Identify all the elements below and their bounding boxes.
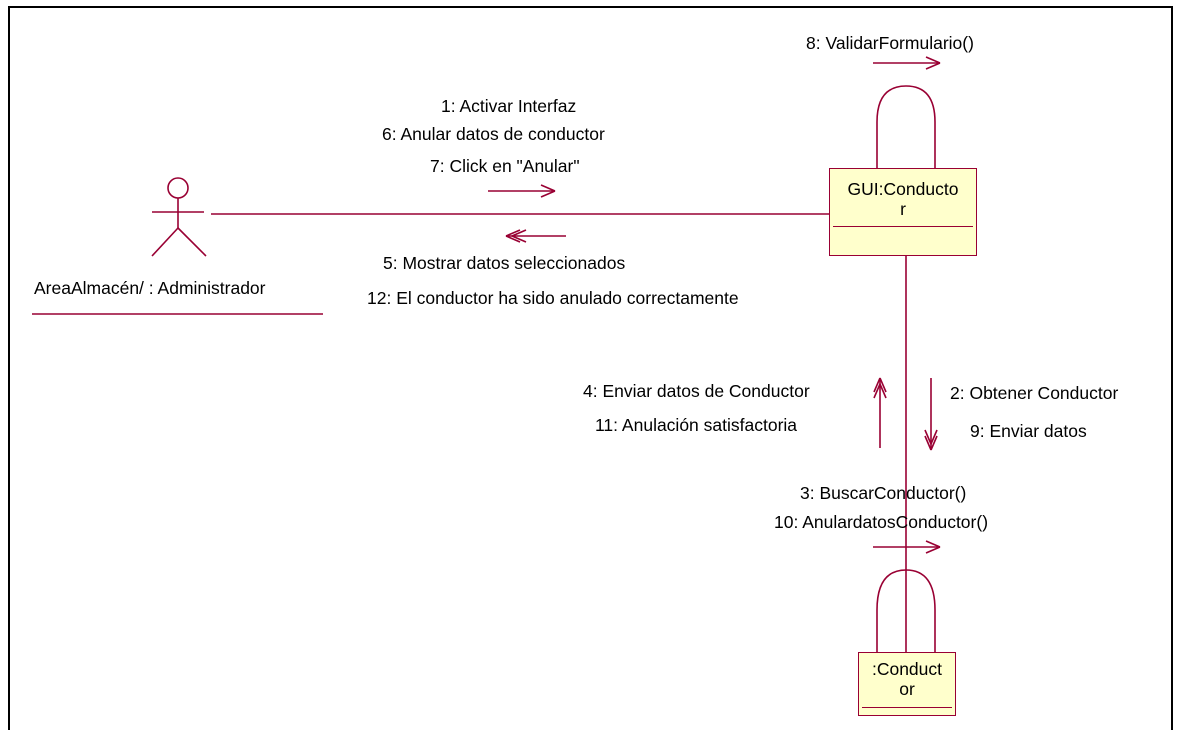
object-conductor-separator [862, 707, 952, 708]
arrow-gui-to-actor [505, 229, 566, 243]
message-label: 5: Mostrar datos seleccionados [383, 253, 626, 273]
message-label: 8: ValidarFormulario() [806, 33, 974, 53]
arrow-conductor-to-gui [873, 377, 887, 448]
stick-figure-icon [151, 177, 207, 257]
object-conductor-name-line2: or [899, 679, 915, 699]
arrow-self-conductor [873, 540, 941, 554]
message-label: 4: Enviar datos de Conductor [583, 381, 810, 401]
diagram-frame [8, 6, 1173, 730]
message-label: 7: Click en "Anular" [430, 156, 580, 176]
object-conductor-name-line1: :Conduct [871, 659, 943, 679]
object-gui-name-line2: r [900, 199, 906, 219]
actor-name: AreaAlmacén/ : Administrador [34, 278, 266, 298]
message-label: 11: Anulación satisfactoria [595, 415, 798, 435]
message-label: 6: Anular datos de conductor [382, 124, 605, 144]
object-conductor: :Conduct or [858, 652, 956, 716]
message-label: 2: Obtener Conductor [950, 383, 1119, 403]
self-loop-conductor [876, 569, 936, 652]
arrow-self-gui [873, 56, 941, 70]
message-label: 3: BuscarConductor() [800, 483, 967, 503]
object-gui-conductor: GUI:Conducto r [829, 168, 977, 256]
message-label: 1: Activar Interfaz [441, 96, 577, 116]
message-label: 12: El conductor ha sido anulado correct… [367, 288, 739, 308]
self-loop-gui [876, 85, 936, 168]
message-label: 9: Enviar datos [970, 421, 1087, 441]
message-label: 10: AnulardatosConductor() [774, 512, 989, 532]
arrow-gui-to-conductor [924, 378, 938, 451]
object-gui-name-line1: GUI:Conducto [847, 179, 959, 199]
arrow-actor-to-gui [488, 184, 556, 198]
object-gui-separator [833, 226, 973, 227]
